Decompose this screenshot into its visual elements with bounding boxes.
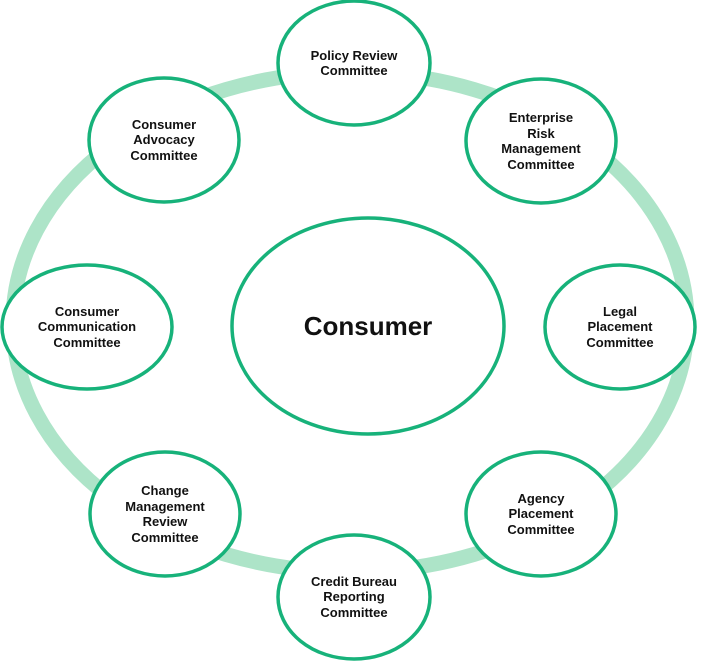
node-ellipse-change-management (88, 450, 242, 578)
committee-label-enterprise-risk: Enterprise Risk Management Committee (501, 110, 581, 172)
committee-label-consumer-advocacy: Consumer Advocacy Committee (130, 116, 198, 163)
committee-label-change-management: Change Management Review Committee (125, 483, 205, 545)
node-ellipse-policy-review (276, 0, 432, 127)
center-ellipse (230, 216, 506, 436)
node-ellipse-consumer-communication (0, 263, 174, 391)
node-ellipse-enterprise-risk (464, 77, 618, 205)
committee-label-legal-placement: Legal Placement Committee (586, 303, 654, 350)
committee-label-credit-bureau: Credit Bureau Reporting Committee (311, 573, 397, 620)
center-label: Consumer (303, 310, 433, 341)
committee-label-policy-review: Policy Review Committee (310, 47, 398, 79)
node-ellipse-credit-bureau (276, 533, 432, 661)
committee-label-consumer-communication: Consumer Communication Committee (37, 303, 137, 350)
committee-label-agency-placement: Agency Placement Committee (507, 490, 575, 537)
node-ellipse-legal-placement (543, 263, 697, 391)
node-ellipse-consumer-advocacy (87, 76, 241, 204)
node-ellipse-agency-placement (464, 450, 618, 578)
